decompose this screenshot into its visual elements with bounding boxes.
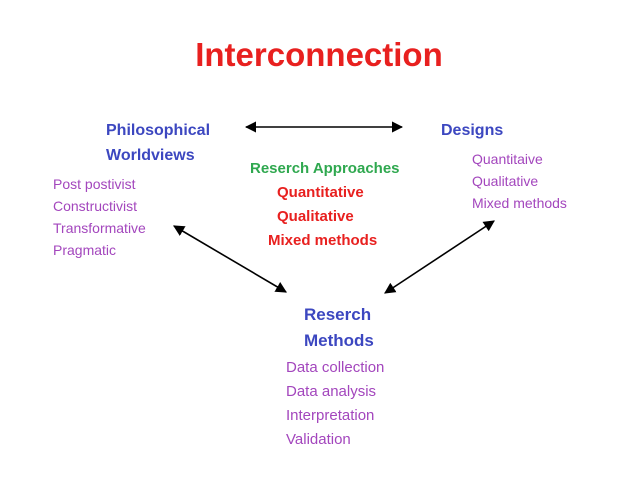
- list-item: Validation: [286, 431, 351, 448]
- approach-item: Quantitative: [277, 184, 364, 201]
- list-item: Post postivist: [53, 176, 136, 192]
- list-item: Constructivist: [53, 198, 138, 214]
- list-item: Interpretation: [286, 407, 375, 424]
- list-item: Data analysis: [286, 383, 377, 400]
- methods-list: Data collection Data analysis Interpreta…: [286, 356, 384, 452]
- list-item: Quantitaive: [472, 151, 543, 167]
- methods-heading: Reserch Methods: [304, 302, 374, 354]
- list-item: Data collection: [286, 359, 385, 376]
- methods-heading-line1: Reserch: [304, 305, 372, 324]
- worldviews-heading: Philosophical Worldviews: [106, 118, 210, 168]
- slide-title: Interconnection: [195, 36, 443, 73]
- approach-item: Mixed methods: [268, 232, 378, 249]
- approach-item: Qualitative: [277, 208, 354, 225]
- designs-list: Quantitaive Qualitative Mixed methods: [472, 148, 567, 214]
- list-item: Transformative: [53, 220, 146, 236]
- arrow-worldviews-methods: [173, 225, 287, 293]
- list-item: Mixed methods: [472, 195, 567, 211]
- arrow-designs-methods: [384, 220, 495, 294]
- approaches-heading: Reserch Approaches: [250, 160, 400, 177]
- list-item: Pragmatic: [53, 242, 117, 258]
- list-item: Qualitative: [472, 173, 539, 189]
- methods-heading-line2: Methods: [304, 331, 374, 350]
- worldviews-list: Post postivist Constructivist Transforma…: [53, 173, 146, 261]
- worldviews-heading-line2: Worldviews: [106, 147, 195, 164]
- worldviews-heading-line1: Philosophical: [106, 122, 211, 139]
- designs-heading: Designs: [441, 122, 504, 139]
